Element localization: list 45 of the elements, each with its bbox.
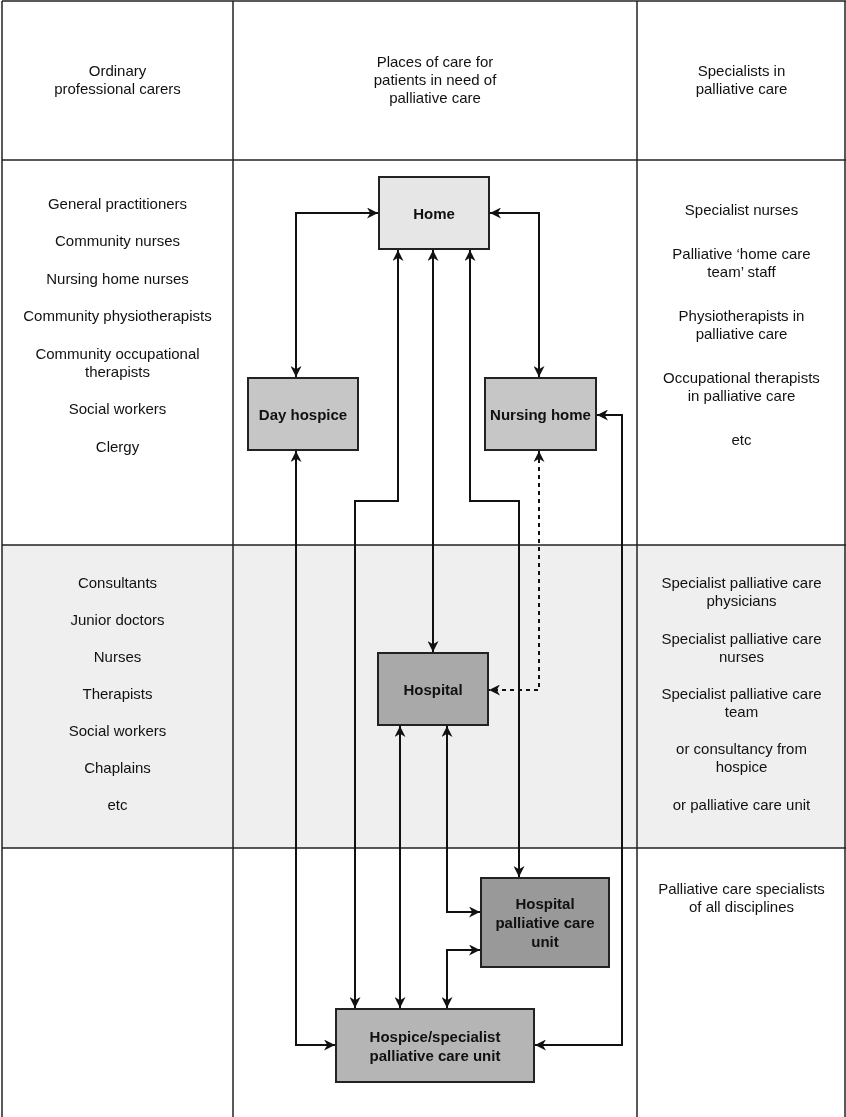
carer-label: Nurses — [93, 648, 142, 666]
care-place-box: Hospital palliative care unit — [480, 877, 610, 968]
care-place-box: Day hospice — [247, 377, 359, 451]
carer-label: Therapists — [82, 685, 153, 703]
carer-label: Specialist palliative care nurses — [660, 629, 823, 666]
carer-label: Consultants — [77, 574, 158, 592]
column-header: Ordinary professional carers — [53, 62, 182, 98]
carer-label: Community nurses — [54, 232, 180, 250]
column-header: Places of care for patients in need of palliative care — [372, 53, 498, 107]
arrow — [394, 725, 406, 1009]
carer-label: Specialist palliative care team — [660, 685, 823, 721]
carer-label: Physiotherapists in palliative care — [677, 307, 806, 343]
carer-label: Specialist palliative care physicians — [660, 574, 823, 611]
arrow — [290, 207, 379, 378]
carer-label: etc — [731, 431, 752, 449]
arrow — [349, 249, 404, 1009]
arrow — [534, 409, 623, 1051]
carer-label: etc — [107, 796, 128, 814]
carer-label: Nursing home nurses — [46, 269, 189, 288]
carer-label: Community occupational therapists — [34, 344, 201, 381]
carer-label: or consultancy from hospice — [675, 740, 808, 777]
carer-label: Social workers — [68, 722, 167, 740]
arrow — [290, 450, 336, 1051]
carer-label: Clergy — [95, 437, 140, 456]
carer-label: Palliative ‘home care team’ staff — [671, 245, 812, 281]
column-header: Specialists in palliative care — [694, 62, 789, 98]
arrow — [464, 249, 525, 878]
carer-label: Community physiotherapists — [23, 307, 212, 325]
carer-label: Social workers — [68, 400, 167, 418]
carer-label: or palliative care unit — [672, 795, 811, 814]
care-place-box: Hospice/specialist palliative care unit — [335, 1008, 535, 1083]
arrow — [489, 207, 545, 378]
arrow — [427, 249, 439, 653]
arrow — [441, 944, 481, 1009]
carer-label: Specialist nurses — [684, 201, 799, 219]
care-place-box: Hospital — [377, 652, 489, 726]
carer-label: Junior doctors — [70, 611, 165, 629]
carer-label: Palliative care specialists of all disciplines — [657, 880, 826, 916]
carer-label: Occupational therapists in palliative care — [662, 369, 821, 405]
carer-label: General practitioners — [47, 194, 188, 213]
carer-label: Chaplains — [84, 759, 151, 777]
care-place-box: Home — [378, 176, 490, 250]
arrow — [488, 450, 545, 696]
arrow — [441, 725, 481, 918]
care-place-box: Nursing home — [484, 377, 597, 451]
